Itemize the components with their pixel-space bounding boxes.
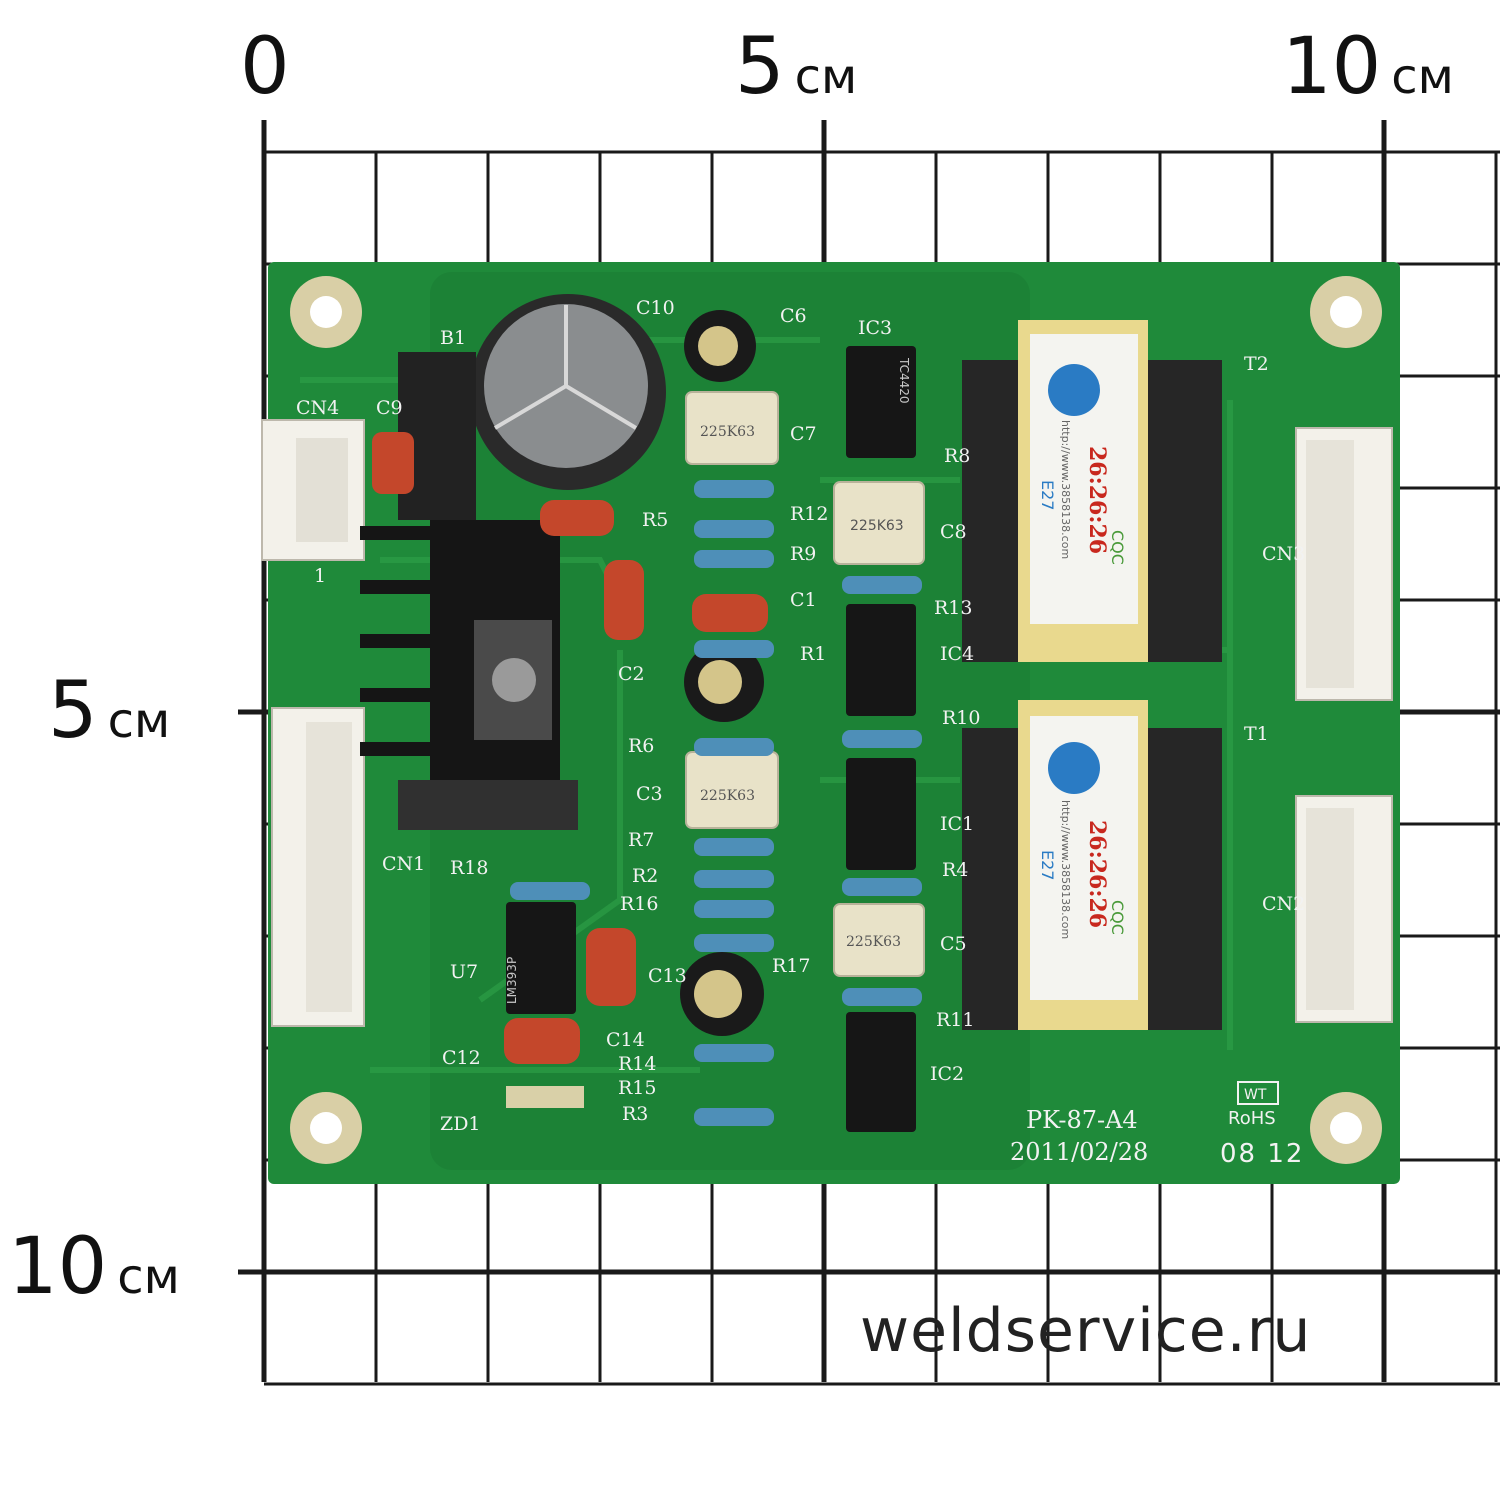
lot-code: 08 12 xyxy=(1220,1139,1304,1169)
svg-text:R18: R18 xyxy=(450,857,488,879)
board-model: PK-87-A4 xyxy=(1026,1106,1138,1134)
svg-text:IC4: IC4 xyxy=(940,643,974,665)
svg-text:R1: R1 xyxy=(800,643,826,665)
zener-diode-zd1 xyxy=(506,1086,584,1108)
wt-box xyxy=(1237,1081,1279,1105)
mounting-hole xyxy=(290,276,1382,1164)
svg-text:R7: R7 xyxy=(628,829,654,851)
svg-text:1: 1 xyxy=(314,565,326,587)
svg-text:R2: R2 xyxy=(632,865,658,887)
silkscreen-labels: C10 B1 C6 IC3 T2 CN4 C9 C7 R8 R5 R12 R9 … xyxy=(296,297,1305,1135)
svg-text:C5: C5 xyxy=(940,933,967,955)
svg-text:C10: C10 xyxy=(636,297,675,319)
svg-text:C1: C1 xyxy=(790,589,817,611)
film-cap-marking: 225K63 xyxy=(700,788,755,804)
svg-text:R11: R11 xyxy=(936,1009,974,1031)
resistor xyxy=(510,480,922,1126)
svg-text:R5: R5 xyxy=(642,509,668,531)
svg-text:R17: R17 xyxy=(772,955,810,977)
svg-text:CN4: CN4 xyxy=(296,397,339,419)
transformer-url: http://www.3858138.com xyxy=(1059,420,1072,559)
ic-chip xyxy=(506,346,916,1132)
svg-text:R12: R12 xyxy=(790,503,828,525)
svg-text:ZD1: ZD1 xyxy=(440,1113,481,1135)
film-cap-marking: 225K63 xyxy=(850,518,904,534)
transformer-url: http://www.3858138.com xyxy=(1059,800,1072,939)
svg-text:B1: B1 xyxy=(440,327,466,349)
svg-text:C6: C6 xyxy=(780,305,807,327)
svg-text:C14: C14 xyxy=(606,1029,645,1051)
heatsink xyxy=(360,520,578,830)
transformer-code: E27 xyxy=(1038,480,1057,510)
svg-text:IC3: IC3 xyxy=(858,317,892,339)
svg-text:R6: R6 xyxy=(628,735,654,757)
svg-text:T1: T1 xyxy=(1244,723,1269,745)
electrolytic-capacitor xyxy=(680,310,764,1036)
svg-text:R4: R4 xyxy=(942,859,968,881)
svg-text:CN3: CN3 xyxy=(1262,543,1305,565)
svg-text:R16: R16 xyxy=(620,893,658,915)
connector-cn4 xyxy=(261,419,365,561)
svg-text:R15: R15 xyxy=(618,1077,656,1099)
ceramic-capacitor xyxy=(372,432,768,1064)
svg-text:CN2: CN2 xyxy=(1262,893,1305,915)
connector-cn2 xyxy=(1295,795,1393,1023)
transformer-logo xyxy=(1048,364,1100,794)
svg-text:C12: C12 xyxy=(442,1047,481,1069)
film-capacitor xyxy=(685,391,925,977)
transformer-cert: CQC xyxy=(1108,900,1127,935)
svg-text:IC2: IC2 xyxy=(930,1063,964,1085)
pcb-board: 26:26:26 26:26:26 C10 B1 C6 IC3 T2 CN4 C… xyxy=(261,262,1400,1184)
rohs-mark: RoHS xyxy=(1228,1108,1276,1129)
connector-cn3 xyxy=(1295,427,1393,701)
capacitor-c10 xyxy=(470,294,666,490)
svg-text:R10: R10 xyxy=(942,707,980,729)
ic-ic3-marking: TC4420 xyxy=(897,357,911,404)
transformer-ratio-t1: 26:26:26 xyxy=(1084,820,1110,928)
svg-text:C8: C8 xyxy=(940,521,967,543)
svg-text:C13: C13 xyxy=(648,965,687,987)
svg-text:C7: C7 xyxy=(790,423,817,445)
transformer-t2 xyxy=(962,320,1222,662)
transformer-ratio-t2: 26:26:26 xyxy=(1084,446,1110,554)
transformer-cert: CQC xyxy=(1108,530,1127,565)
film-cap-marking: 225K63 xyxy=(846,934,901,950)
film-cap-marking: 225K63 xyxy=(700,424,755,440)
scale-label-top-0: 0 xyxy=(240,22,290,112)
svg-text:C3: C3 xyxy=(636,783,663,805)
svg-text:R14: R14 xyxy=(618,1053,656,1075)
svg-text:C9: C9 xyxy=(376,397,403,419)
svg-text:R3: R3 xyxy=(622,1103,648,1125)
connector-cn1 xyxy=(271,707,365,1027)
svg-text:R9: R9 xyxy=(790,543,816,565)
svg-text:U7: U7 xyxy=(450,961,478,983)
svg-text:R8: R8 xyxy=(944,445,970,467)
board-date: 2011/02/28 xyxy=(1010,1138,1148,1166)
svg-text:C2: C2 xyxy=(618,663,645,685)
svg-text:R13: R13 xyxy=(934,597,972,619)
svg-text:IC1: IC1 xyxy=(940,813,974,835)
watermark: weldservice.ru xyxy=(860,1296,1312,1366)
wt-mark: WT xyxy=(1244,1087,1267,1103)
svg-text:CN1: CN1 xyxy=(382,853,425,875)
transformer-code: E27 xyxy=(1038,850,1057,880)
svg-text:T2: T2 xyxy=(1244,353,1269,375)
ic-u7-marking: LM393P xyxy=(505,957,519,1004)
